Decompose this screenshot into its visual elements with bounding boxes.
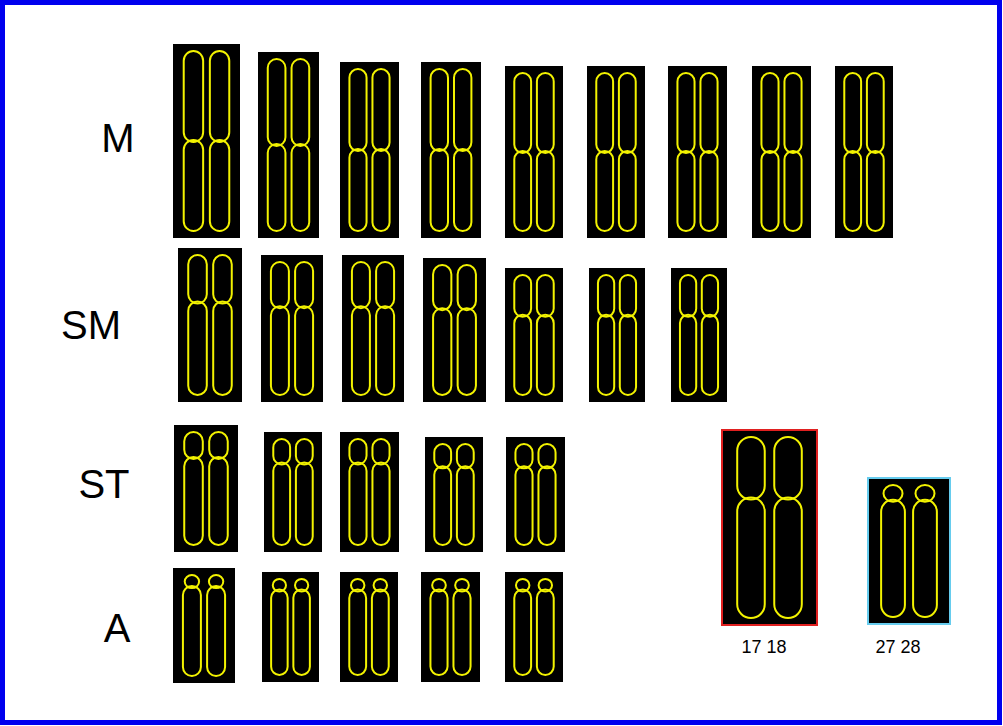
row-label: SM (61, 305, 121, 345)
chromosome-pair (589, 268, 645, 402)
chromosome-pair (752, 66, 811, 238)
chromosome-pair (505, 268, 563, 402)
frame-border (3, 3, 1000, 723)
chromosome-pair (868, 478, 950, 624)
chromosome-pair (425, 437, 483, 552)
chromosome-pair (264, 432, 322, 552)
chromosome-pair (421, 62, 481, 238)
chromosome-pair (505, 66, 563, 238)
chromosome-pair (340, 572, 398, 682)
chromosome-pair (262, 572, 319, 682)
chromosome-pair (722, 430, 817, 625)
chromosome-pair (258, 52, 319, 238)
chromosome-pair (340, 62, 399, 238)
row-label: ST (78, 464, 129, 504)
row-label: M (101, 118, 134, 158)
chromosome-pair (835, 66, 893, 238)
chromosome-pair (173, 44, 240, 238)
chromosome-pair (671, 268, 727, 402)
chromosome-number: 17 18 (741, 638, 786, 656)
chromosome-pair (505, 572, 563, 682)
chromosome-pair (587, 66, 645, 238)
chromosome-pair (340, 432, 399, 552)
chromosome-pair (668, 66, 727, 238)
chromosome-pair (174, 425, 238, 552)
chromosome-pair (342, 255, 404, 402)
chromosome-pair (423, 258, 486, 402)
chromosome-pair (506, 437, 565, 552)
chromosome-pair (178, 248, 242, 402)
row-label: A (104, 608, 131, 648)
chromosome-pair (421, 572, 480, 682)
chromosome-pair (173, 568, 235, 683)
chromosome-number: 27 28 (875, 638, 920, 656)
chromosome-pair (261, 255, 323, 402)
